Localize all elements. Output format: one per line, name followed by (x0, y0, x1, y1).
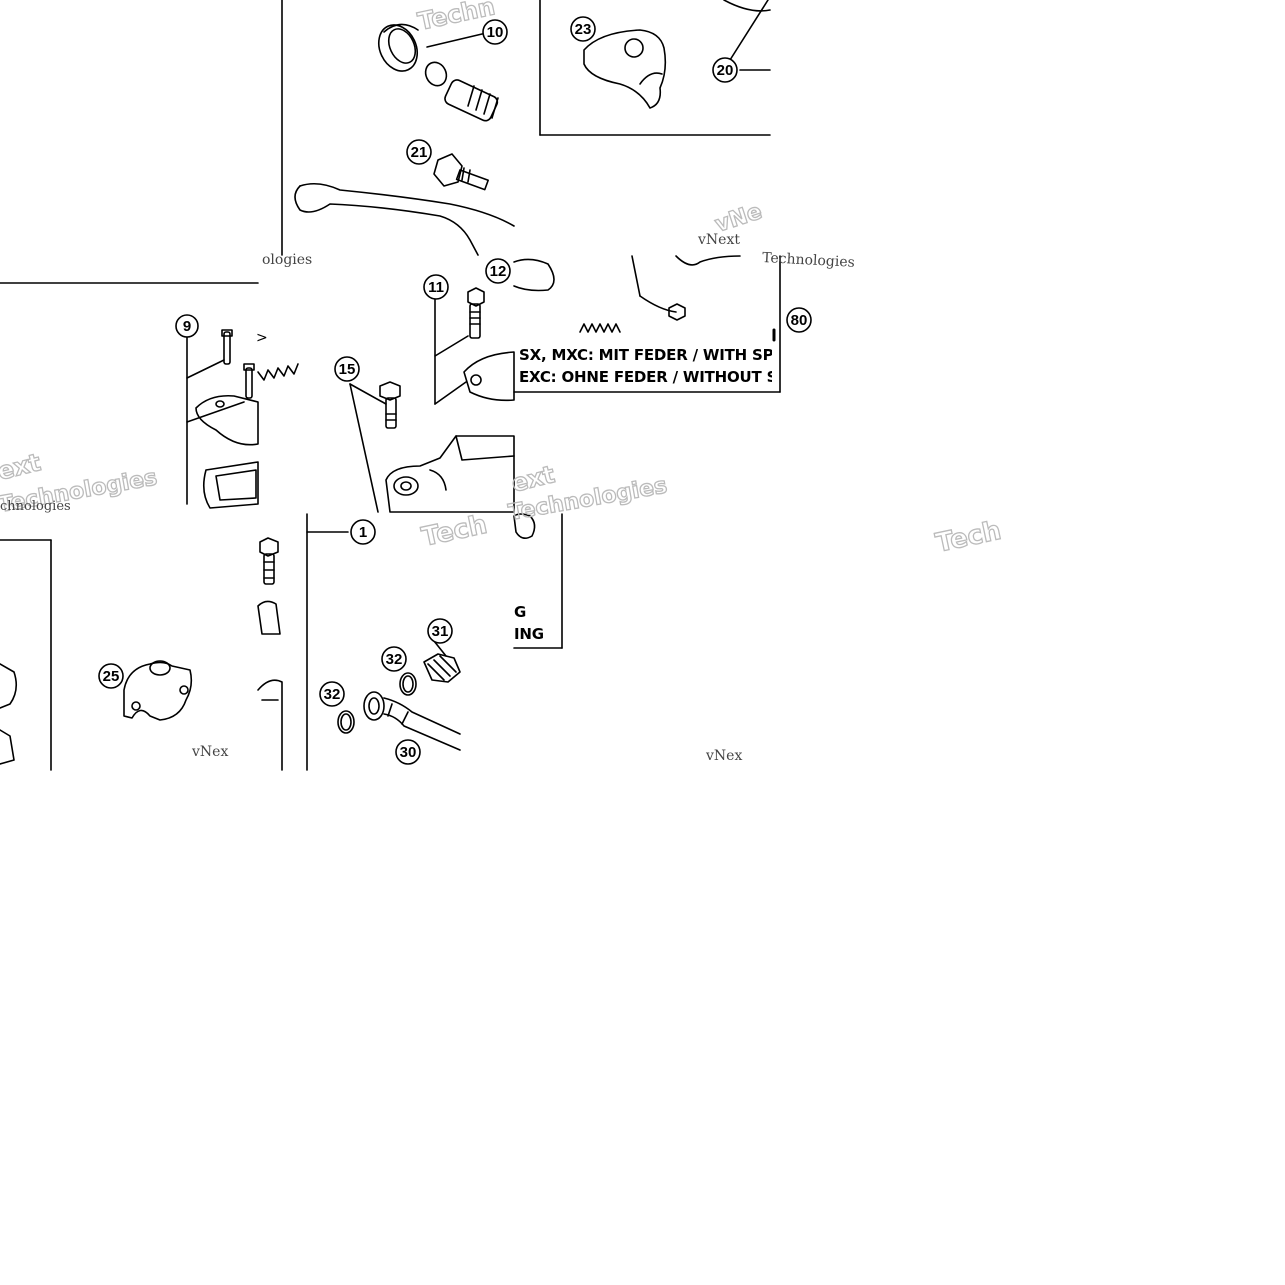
callout-12: 12 (485, 258, 511, 284)
screw-part (243, 363, 255, 399)
banjo-bolt-part (259, 537, 279, 585)
nut-part (668, 303, 686, 321)
svg-text:25: 25 (103, 668, 120, 685)
lever-pivot-part (639, 295, 677, 313)
clutch-lever-part (294, 182, 515, 256)
leader-line (434, 335, 469, 357)
banjo-bolt-part (467, 287, 485, 339)
svg-text:>: > (256, 330, 268, 346)
svg-text:32: 32 (324, 686, 341, 703)
svg-text:30: 30 (400, 744, 417, 761)
lever-tip-part (513, 258, 555, 292)
watermark-text: ext (0, 448, 43, 486)
svg-text:80: 80 (791, 312, 808, 329)
callout-25: 25 (98, 663, 124, 689)
svg-text:23: 23 (575, 21, 592, 38)
watermark-text: chnologies (0, 499, 71, 514)
callout-21: 21 (406, 139, 432, 165)
leader-line (186, 401, 245, 423)
leader-line (729, 0, 769, 61)
leader-line (434, 381, 467, 405)
svg-text:20: 20 (717, 62, 734, 79)
fitting-fragment-part (513, 513, 536, 540)
callout-30: 30 (395, 739, 421, 765)
leader-line (349, 383, 387, 405)
svg-text:12: 12 (490, 263, 507, 280)
watermarks: Techn vNe vNext Technologies ologies ext… (0, 0, 1005, 764)
washer-part (337, 710, 355, 734)
svg-text:11: 11 (428, 279, 444, 296)
hose-part (723, 0, 771, 12)
spring-note: SX, MXC: MIT FEDER / WITH SPRIN EXC: OHN… (514, 340, 772, 388)
svg-text:15: 15 (339, 361, 356, 378)
spring-part (257, 363, 299, 381)
spring-part (579, 323, 621, 333)
lever-cover-part (583, 29, 667, 109)
callout-31: 31 (427, 618, 453, 644)
svg-text:31: 31 (432, 623, 449, 640)
handlebar-clamp-part (123, 660, 193, 721)
callout-20: 20 (712, 57, 738, 83)
note-without-spring: EXC: OHNE FEDER / WITHOUT SPRI (519, 368, 772, 386)
clamp-fragment-part (257, 600, 283, 771)
watermark-text: Tech (419, 510, 490, 553)
cap-ring-part (377, 23, 419, 72)
reservoir-cover-part (195, 394, 259, 446)
callout-15: 15 (334, 356, 360, 382)
callout-80: 80 (786, 307, 812, 333)
frame-line (631, 255, 641, 297)
diaphragm-part (202, 461, 259, 509)
watermark-text: vNext (697, 232, 740, 248)
callouts: 10 23 20 21 12 11 80 9 15 1 31 32 25 32 … (98, 16, 812, 765)
banjo-fitting-part (423, 653, 461, 683)
brake-hose-part (363, 691, 461, 751)
piston-part (444, 79, 499, 122)
watermark-text: vNex (191, 744, 228, 760)
lever-end-part (675, 255, 741, 266)
callout-32: 32 (381, 646, 407, 672)
callout-11: 11 (423, 274, 449, 300)
watermark-text: ologies (262, 252, 312, 268)
watermark-text: ext (509, 460, 558, 498)
note-fragment-ing: ING (514, 625, 544, 643)
spring-note-fragment: G ING (514, 600, 560, 648)
watermark-text: Tech (933, 516, 1004, 559)
svg-text:32: 32 (386, 651, 403, 668)
leader-line (426, 33, 483, 48)
svg-text:21: 21 (411, 144, 428, 161)
cylinder-fragment-part (0, 663, 18, 765)
washer-part (399, 672, 417, 696)
svg-text:1: 1 (359, 524, 367, 541)
svg-text:10: 10 (487, 24, 504, 41)
svg-text:9: 9 (183, 318, 191, 335)
pivot-bolt-part (379, 381, 401, 429)
master-cylinder-body-part (385, 435, 515, 513)
watermark-text: Technologies (762, 250, 855, 271)
leader-line (349, 383, 379, 513)
circlip-part (424, 61, 448, 87)
watermark-text: vNex (705, 748, 742, 764)
note-with-spring: SX, MXC: MIT FEDER / WITH SPRIN (519, 346, 772, 364)
callout-23: 23 (570, 16, 596, 42)
leader-line (186, 359, 225, 379)
callout-32: 32 (319, 681, 345, 707)
callout-9: 9 (175, 314, 199, 338)
callout-10: 10 (482, 19, 508, 45)
clamp-part (463, 351, 515, 402)
callout-1: 1 (350, 519, 376, 545)
screw-part (221, 329, 233, 365)
note-fragment-g: G (514, 603, 527, 621)
adjuster-screw-part (433, 153, 489, 191)
